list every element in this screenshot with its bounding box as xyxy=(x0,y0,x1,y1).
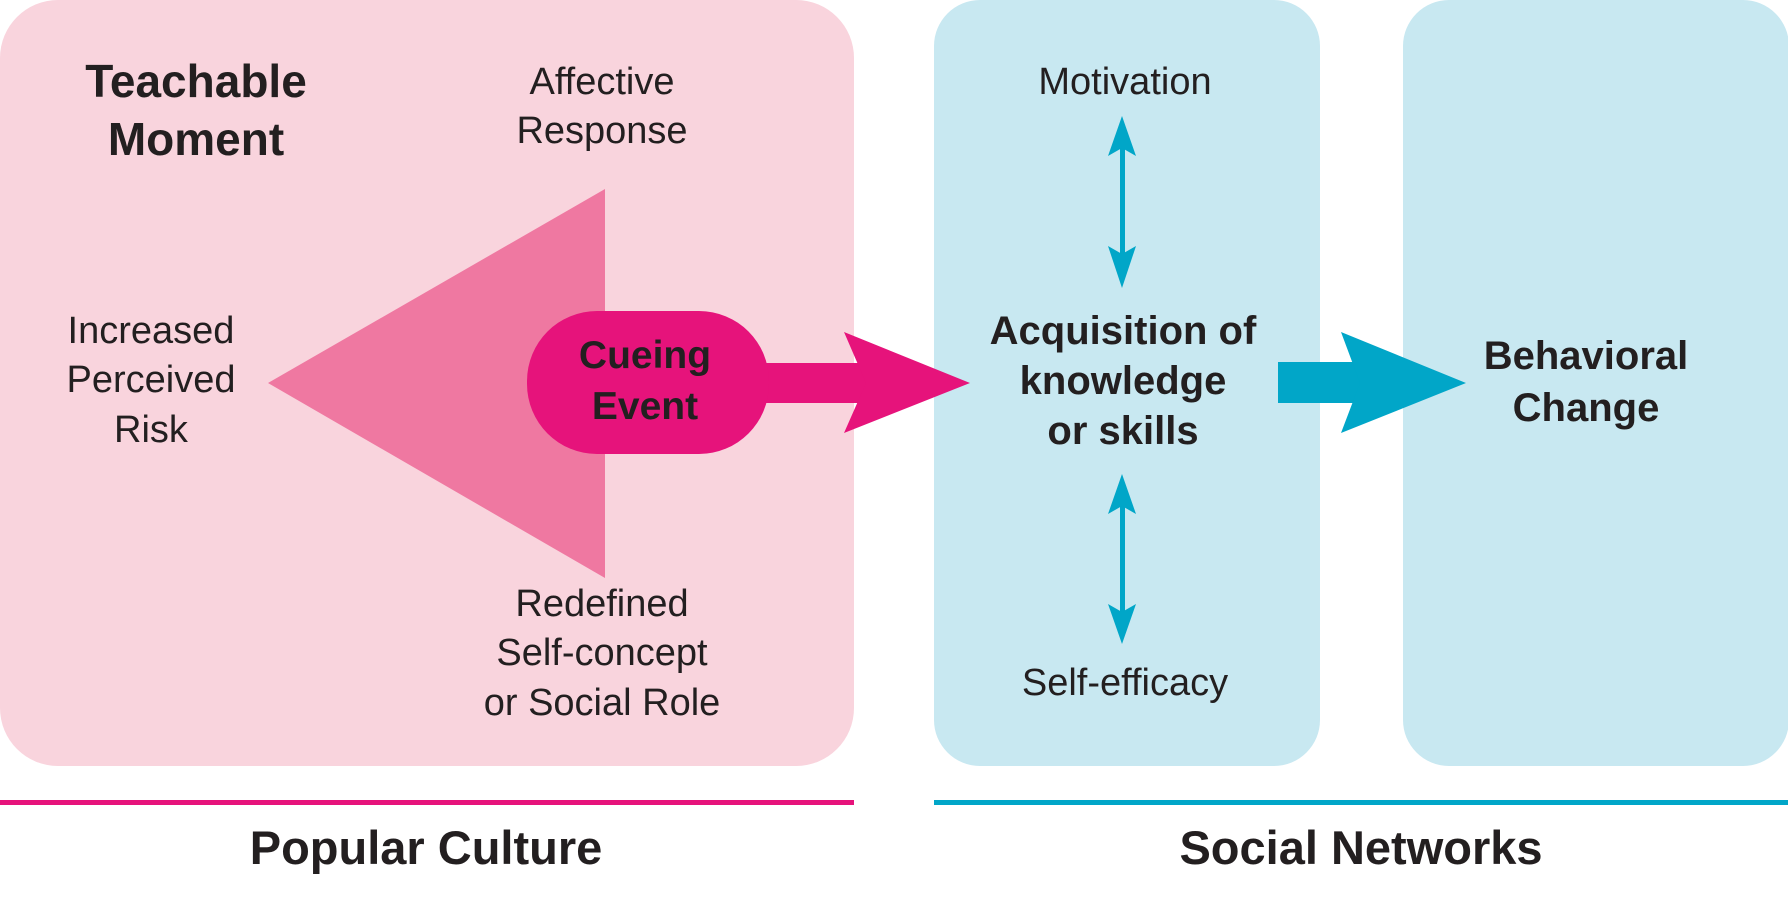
redefined-self-concept-label: Redefined Self-concept or Social Role xyxy=(483,583,721,724)
motivation-arrow-shaft xyxy=(1120,142,1125,258)
self-efficacy-arrow-shaft xyxy=(1120,500,1125,616)
motivation-label: Motivation xyxy=(1038,61,1212,103)
acquisition-label: Acquisition of knowledge or skills xyxy=(989,309,1257,453)
teachable-moment-triangle xyxy=(268,189,605,578)
social-networks-panel-middle xyxy=(934,0,1320,766)
social-networks-footer: Social Networks xyxy=(1179,821,1543,874)
motivation-arrow-down-head xyxy=(1108,246,1136,288)
increased-perceived-risk-label: Increased Perceived Risk xyxy=(66,310,236,451)
popular-culture-footer: Popular Culture xyxy=(249,821,603,874)
self-efficacy-arrow-up-head xyxy=(1108,474,1136,514)
cueing-event-capsule xyxy=(527,311,769,454)
self-efficacy-label: Self-efficacy xyxy=(1021,662,1229,704)
behavior-arrow-head xyxy=(1341,332,1466,433)
behavior-arrow-shaft xyxy=(1278,362,1368,403)
self-efficacy-arrow-down-head xyxy=(1108,604,1136,644)
cueing-arrow-head xyxy=(844,332,970,433)
social-networks-panel-right xyxy=(1403,0,1788,766)
behavioral-change-label: Behavioral Change xyxy=(1483,334,1689,430)
motivation-arrow-up-head xyxy=(1108,116,1136,156)
cueing-event-label: Cueing Event xyxy=(578,334,712,429)
affective-response-label: Affective Response xyxy=(516,61,688,153)
teachable-moment-title: Teachable Moment xyxy=(85,55,307,166)
social-networks-underline xyxy=(934,800,1788,805)
popular-culture-underline xyxy=(0,800,854,805)
